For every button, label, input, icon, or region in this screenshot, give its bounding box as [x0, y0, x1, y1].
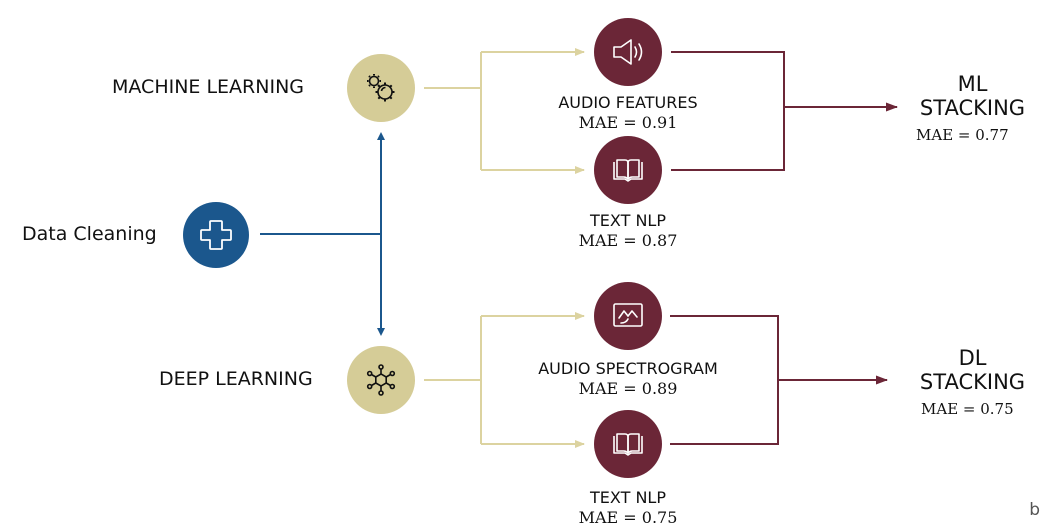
- ml-stacking-line2: STACKING: [919, 96, 1026, 120]
- book-icon: [613, 433, 643, 456]
- dl-stacking-block: DL STACKING: [905, 346, 1040, 394]
- text-nlp-ml-mae: MAE = 0.87: [578, 231, 678, 250]
- book-icon: [613, 159, 643, 182]
- audio-spectrogram-mae: MAE = 0.89: [578, 379, 678, 398]
- image-landscape-icon: [613, 303, 643, 327]
- audio-features-node[interactable]: [594, 18, 662, 86]
- plus-cross-icon: [200, 220, 232, 250]
- audio-features-title: AUDIO FEATURES: [558, 93, 698, 112]
- neural-network-icon: [366, 364, 396, 396]
- corner-text-fragment: b: [1029, 500, 1040, 520]
- audio-spectrogram-title: AUDIO SPECTROGRAM: [538, 359, 718, 378]
- dl-stacking-line1: DL: [958, 346, 987, 370]
- text-nlp-ml-node[interactable]: [594, 136, 662, 204]
- text-nlp-ml-caption: TEXT NLP MAE = 0.87: [528, 211, 728, 251]
- gears-icon: [367, 74, 395, 102]
- machine-learning-label: MACHINE LEARNING: [112, 76, 305, 98]
- dl-stacking-mae: MAE = 0.75: [921, 400, 1014, 418]
- speaker-icon: [613, 39, 643, 65]
- text-nlp-dl-mae: MAE = 0.75: [578, 508, 678, 527]
- data-cleaning-node[interactable]: [183, 202, 249, 268]
- audio-features-mae: MAE = 0.91: [578, 113, 678, 132]
- ml-stacking-block: ML STACKING: [905, 72, 1040, 120]
- ml-stacking-line1: ML: [957, 72, 988, 96]
- text-nlp-dl-title: TEXT NLP: [590, 488, 666, 507]
- audio-features-caption: AUDIO FEATURES MAE = 0.91: [528, 93, 728, 133]
- ml-stacking-mae: MAE = 0.77: [916, 126, 1009, 144]
- audio-spectrogram-node[interactable]: [594, 282, 662, 350]
- audio-spectrogram-caption: AUDIO SPECTROGRAM MAE = 0.89: [503, 359, 753, 399]
- text-nlp-dl-caption: TEXT NLP MAE = 0.75: [528, 488, 728, 528]
- data-cleaning-label: Data Cleaning: [22, 223, 157, 245]
- deep-learning-node[interactable]: [347, 346, 415, 414]
- text-nlp-dl-node[interactable]: [594, 410, 662, 478]
- text-nlp-ml-title: TEXT NLP: [590, 211, 666, 230]
- deep-learning-label: DEEP LEARNING: [159, 368, 313, 390]
- machine-learning-node[interactable]: [347, 54, 415, 122]
- dl-stacking-line2: STACKING: [919, 370, 1026, 394]
